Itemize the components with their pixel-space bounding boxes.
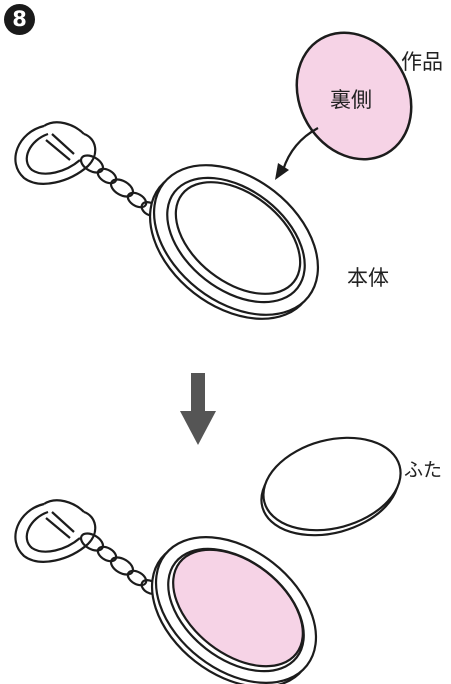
frame bbox=[121, 135, 346, 350]
lid-disc bbox=[251, 423, 411, 549]
insert-arrow bbox=[283, 128, 318, 170]
body-label: 本体 bbox=[347, 262, 389, 292]
keychain-body-top bbox=[15, 122, 346, 349]
back-side-label: 裏側 bbox=[330, 84, 372, 114]
down-arrow bbox=[180, 373, 216, 445]
lid-label: ふた bbox=[404, 455, 442, 482]
lobster-clasp bbox=[15, 500, 95, 561]
lobster-clasp bbox=[15, 122, 95, 183]
step-number-badge: 8 bbox=[4, 4, 35, 35]
artwork-label: 作品 bbox=[401, 46, 443, 76]
insert-arrowhead bbox=[275, 163, 289, 180]
